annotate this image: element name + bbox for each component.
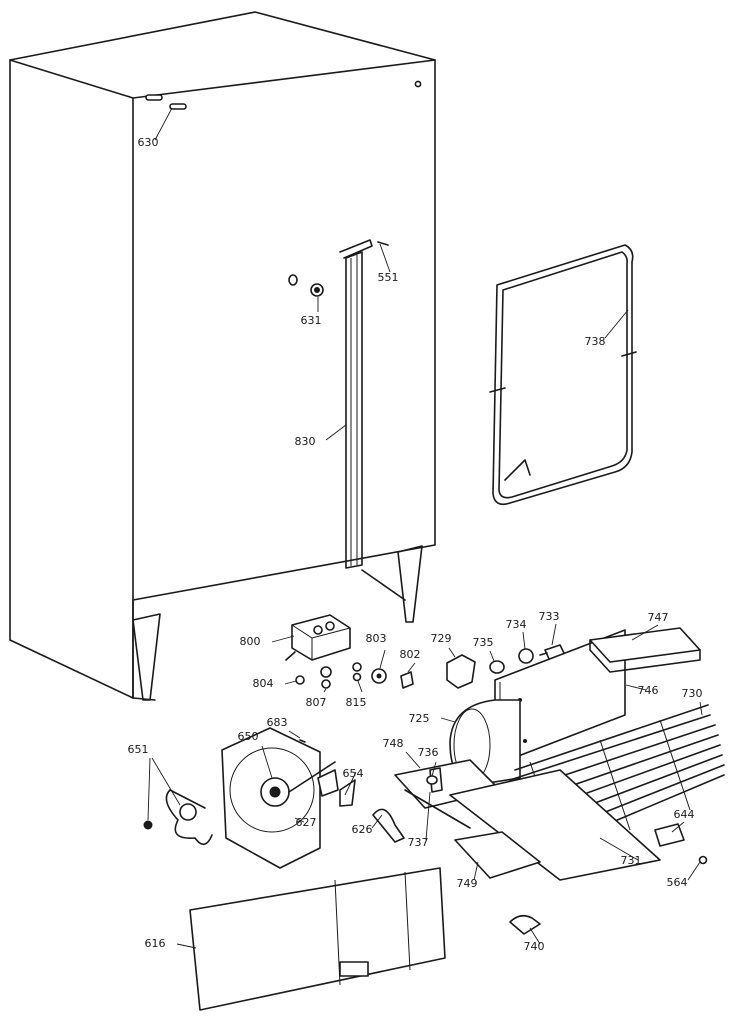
part-label-654: 654	[343, 767, 364, 780]
part-label-725: 725	[409, 712, 430, 725]
fan-motor	[143, 727, 405, 869]
part-label-731: 731	[621, 854, 642, 867]
relay-parts	[446, 644, 566, 689]
part-label-804: 804	[253, 677, 274, 690]
part-label-830: 830	[295, 435, 316, 448]
part-label-737: 737	[408, 836, 429, 849]
part-label-803: 803	[366, 632, 387, 645]
part-label-651: 651	[128, 743, 149, 756]
part-label-736: 736	[418, 746, 439, 759]
base-plate	[189, 867, 446, 1011]
part-number-labels: 630 551 631 830 738 800 803 729 735 734 733 747 802 8…	[128, 136, 703, 953]
part-label-730: 730	[682, 687, 703, 700]
cabinet	[9, 11, 436, 701]
part-label-738: 738	[585, 335, 606, 348]
part-label-800: 800	[240, 635, 261, 648]
small-parts	[454, 823, 708, 935]
part-label-746: 746	[638, 684, 659, 697]
part-label-740: 740	[524, 940, 545, 953]
part-label-644: 644	[674, 808, 695, 821]
part-label-749: 749	[457, 877, 478, 890]
part-label-733: 733	[539, 610, 560, 623]
part-label-564: 564	[667, 876, 688, 889]
part-label-735: 735	[473, 636, 494, 649]
part-label-630: 630	[138, 136, 159, 149]
part-label-807: 807	[306, 696, 327, 709]
leader-lines	[147, 107, 703, 949]
part-label-802: 802	[400, 648, 421, 661]
part-label-551: 551	[378, 271, 399, 284]
part-label-734: 734	[506, 618, 527, 631]
part-label-616: 616	[145, 937, 166, 950]
part-label-650: 650	[238, 730, 259, 743]
part-label-631: 631	[301, 314, 322, 327]
frame-738	[489, 244, 637, 506]
part-label-748: 748	[383, 737, 404, 750]
part-label-626: 626	[352, 823, 373, 836]
part-label-683: 683	[267, 716, 288, 729]
part-label-747: 747	[648, 611, 669, 624]
part-label-729: 729	[431, 632, 452, 645]
part-label-627: 627	[296, 816, 317, 829]
condenser	[449, 627, 725, 881]
water-valve	[285, 614, 414, 689]
part-label-815: 815	[346, 696, 367, 709]
